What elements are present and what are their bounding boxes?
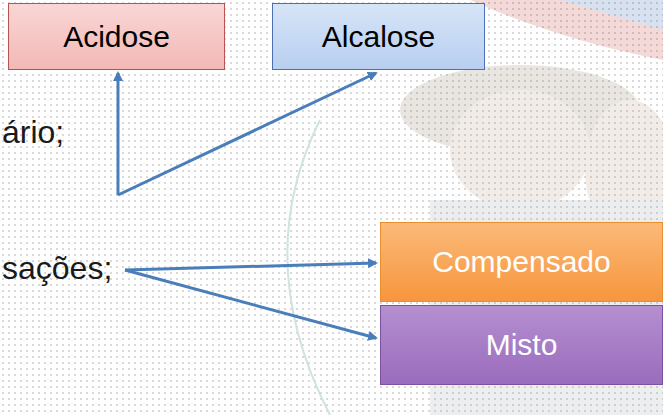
process-box: Alcalose	[272, 3, 485, 70]
arrow-line	[125, 263, 376, 270]
box-label: Compensado	[432, 245, 610, 279]
decorative-arc	[287, 120, 330, 415]
box-label: Alcalose	[322, 20, 435, 54]
arrow-line	[125, 270, 376, 338]
bullet-text: ário;	[2, 110, 64, 154]
box-label: Acidose	[63, 20, 170, 54]
process-box: Acidose	[8, 3, 225, 70]
process-box: Misto	[380, 305, 663, 385]
arrow-line	[117, 73, 120, 195]
bullet-text: sações;	[2, 246, 112, 290]
process-box: Compensado	[380, 222, 663, 302]
box-label: Misto	[486, 328, 558, 362]
arrow-line	[118, 73, 376, 195]
